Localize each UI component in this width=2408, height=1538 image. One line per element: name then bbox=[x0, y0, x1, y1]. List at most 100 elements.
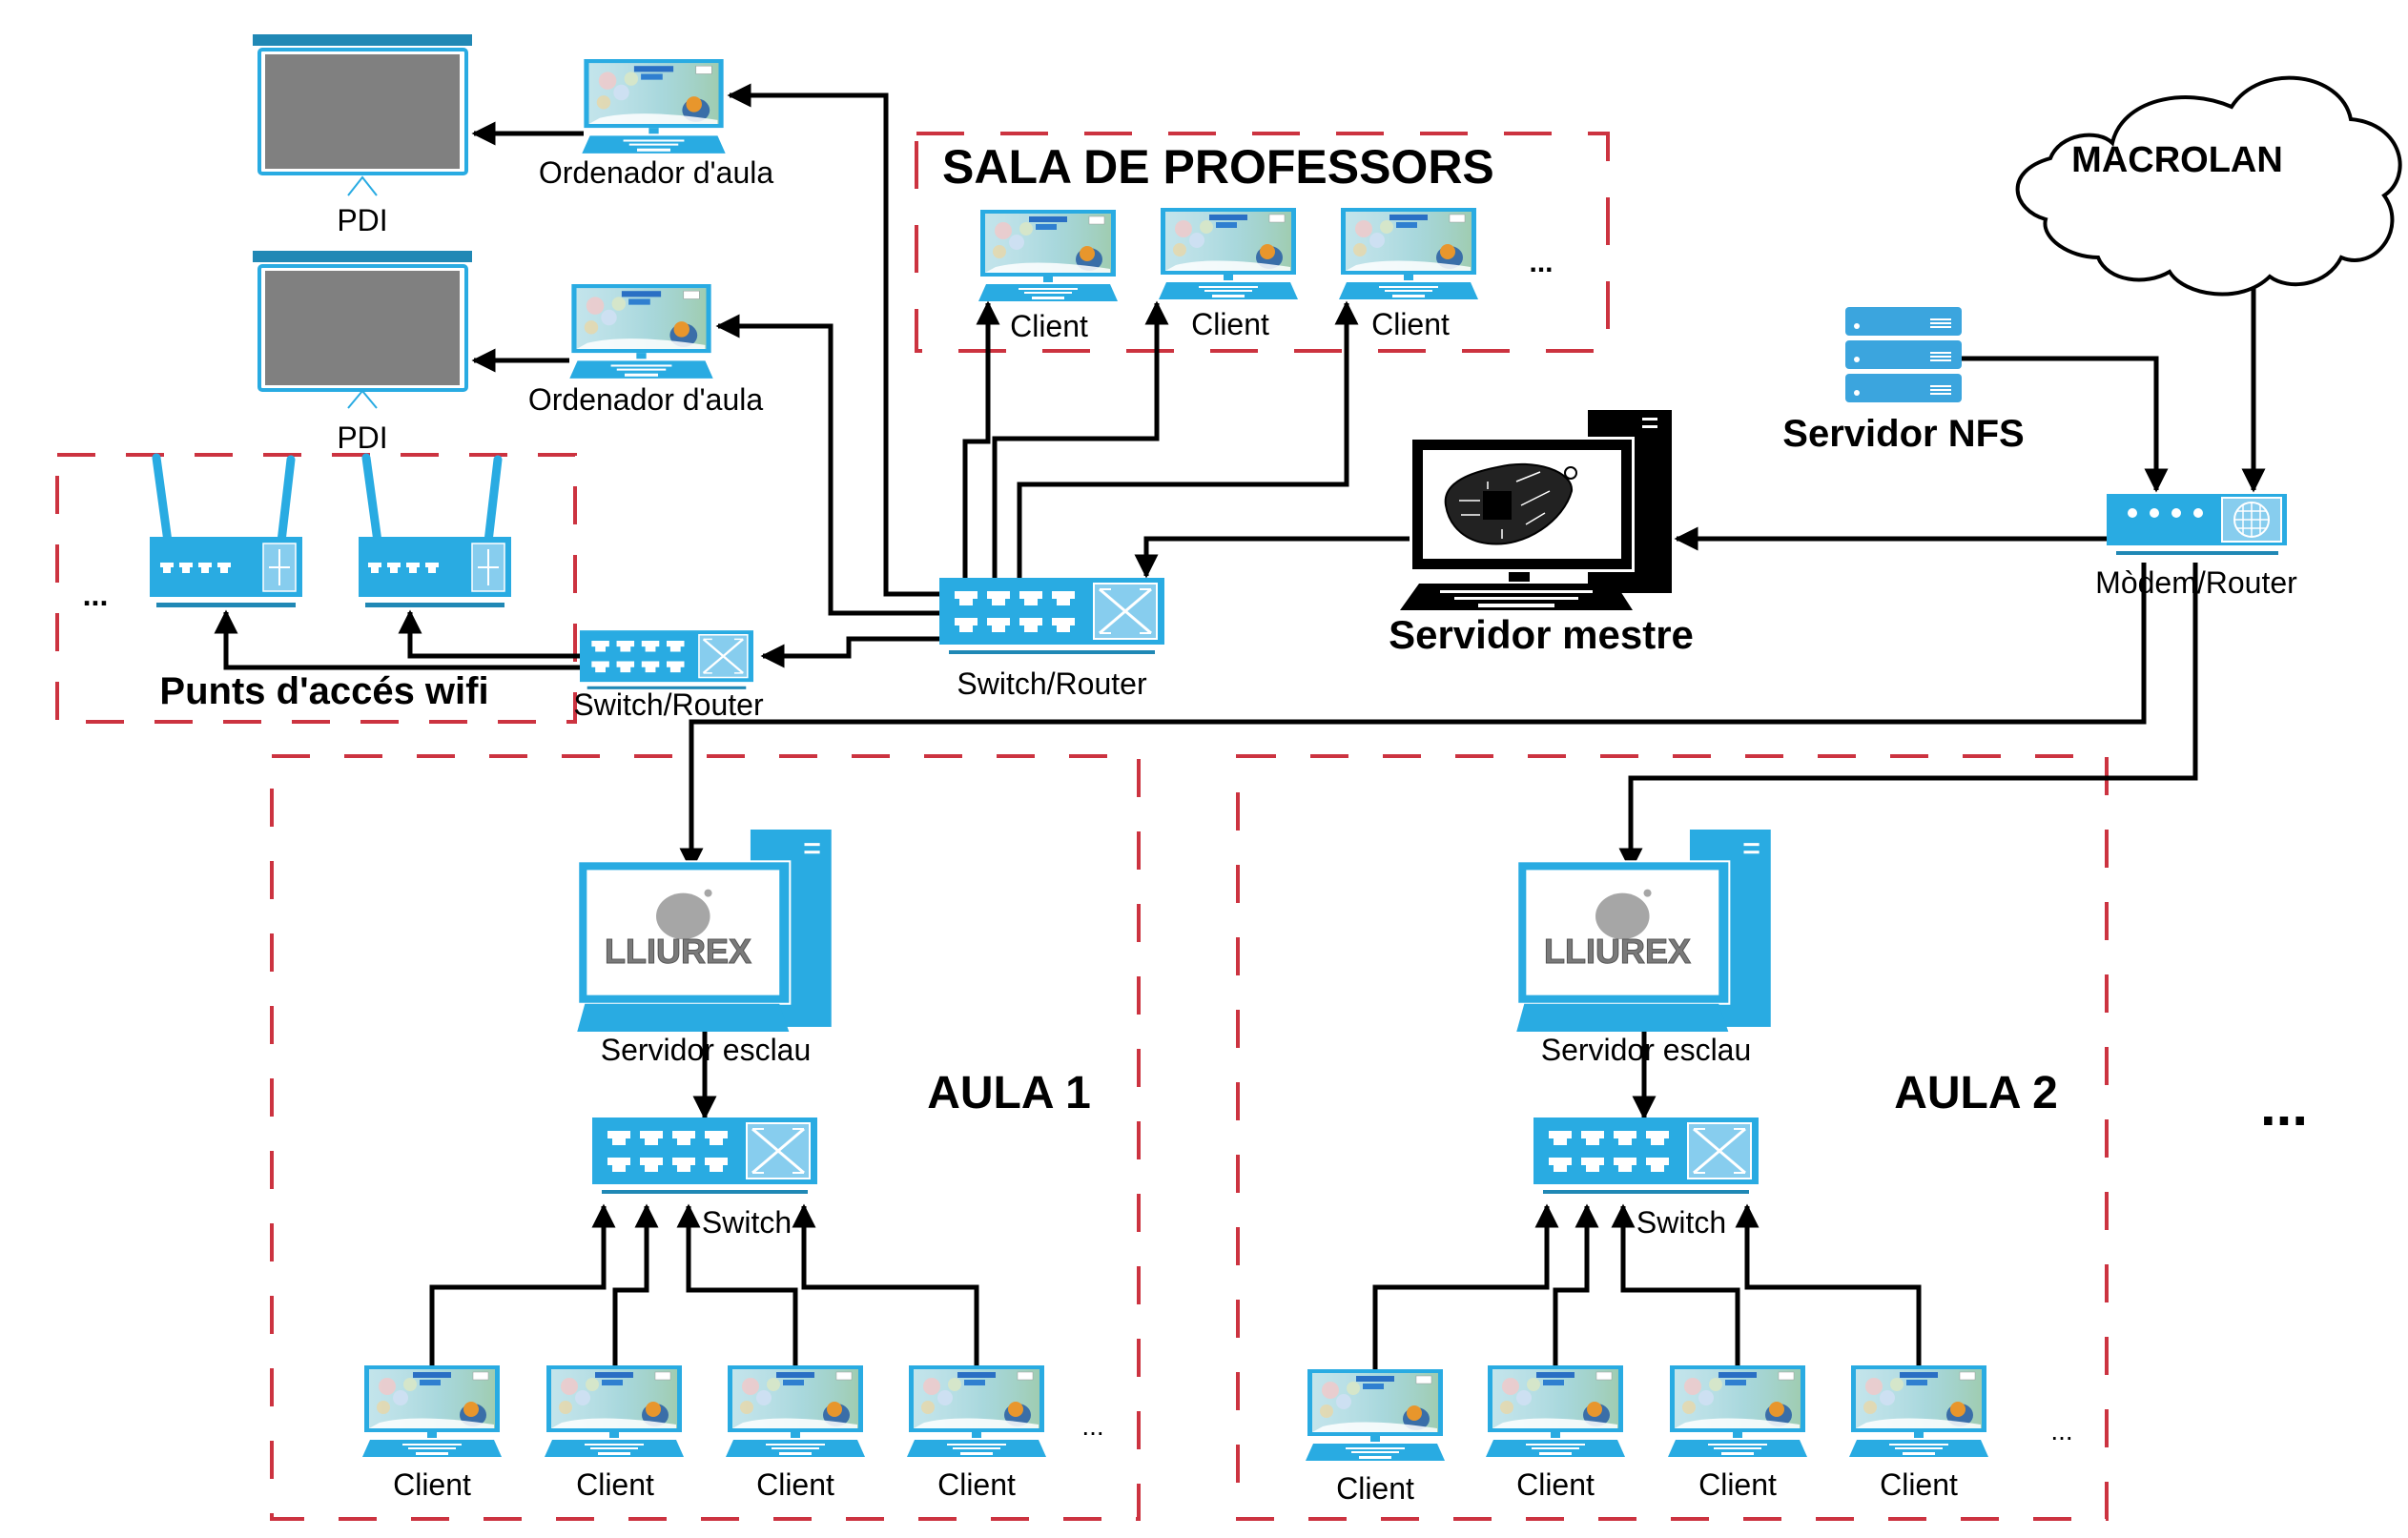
slave-server-label: Servidor esclau bbox=[1541, 1033, 1752, 1067]
connections bbox=[214, 83, 2266, 1373]
desktop-server-icon bbox=[1516, 830, 1771, 1032]
aula1-switch-label: Switch bbox=[702, 1205, 792, 1240]
link-aula2-client4 bbox=[1735, 1203, 1922, 1373]
aula1-more-ellipsis: ... bbox=[1081, 1411, 1103, 1441]
link-modem-aula1 bbox=[679, 563, 2147, 872]
link-switch-sala-client3 bbox=[1017, 300, 1359, 578]
client-label: Client bbox=[1880, 1467, 1958, 1502]
client-label: Client bbox=[1191, 307, 1269, 341]
modem-router-label: Mòdem/Router bbox=[2095, 565, 2297, 600]
aula1-switch[interactable]: Switch bbox=[591, 1118, 818, 1240]
link-small-switch-ap2 bbox=[398, 609, 580, 659]
pdi-board-1: PDI bbox=[253, 34, 472, 237]
laptop-icon bbox=[581, 59, 727, 154]
aula1-client-2[interactable]: Client bbox=[544, 1365, 685, 1502]
laptop-icon bbox=[978, 210, 1119, 302]
link-aula2-client2 bbox=[1553, 1203, 1599, 1373]
link-aula2-client3 bbox=[1611, 1203, 1740, 1373]
modem-router[interactable]: Mòdem/Router bbox=[2095, 494, 2297, 600]
link-aula1-client2 bbox=[612, 1203, 659, 1373]
teachers-room: SALA DE PROFESSORS Client Client Client … bbox=[942, 140, 1554, 343]
main-switch-router[interactable]: Switch/Router bbox=[939, 578, 1164, 701]
pdi-label: PDI bbox=[337, 203, 387, 237]
wifi-more-ellipsis: ... bbox=[83, 578, 109, 612]
wifi-zone: ... Punts d'accés wifi Switch/Router bbox=[83, 453, 764, 722]
link-switch-ordenador1 bbox=[727, 83, 939, 597]
laptop-icon bbox=[906, 1365, 1047, 1458]
link-master-switch bbox=[1134, 536, 1410, 579]
link-aula1-client3 bbox=[676, 1203, 798, 1373]
client-label: Client bbox=[576, 1467, 654, 1502]
aula2-switch[interactable]: Switch bbox=[1533, 1118, 1760, 1240]
laptop-icon bbox=[1667, 1365, 1808, 1458]
laptop-icon bbox=[1338, 208, 1479, 300]
aula1-title: AULA 1 bbox=[927, 1068, 1091, 1118]
link-nfs-modem bbox=[1962, 356, 2169, 493]
link-modem-aula2 bbox=[1618, 563, 2198, 872]
nfs-server[interactable]: Servidor NFS bbox=[1782, 307, 2025, 455]
aula2-client-1[interactable]: Client bbox=[1305, 1369, 1446, 1506]
aula2-switch-label: Switch bbox=[1636, 1205, 1726, 1240]
switch-icon bbox=[591, 1118, 818, 1194]
classroom-computer-2[interactable]: Ordenador d'aula bbox=[528, 284, 763, 417]
teachers-client-3[interactable]: Client bbox=[1338, 208, 1479, 341]
laptop-icon bbox=[361, 1365, 503, 1458]
aula1-client-3[interactable]: Client bbox=[725, 1365, 866, 1502]
aula2-client-2[interactable]: Client bbox=[1485, 1365, 1626, 1502]
aula1-slave-server[interactable]: LLIUREX Servidor esclau bbox=[577, 830, 832, 1067]
wifi-switch-label: Switch/Router bbox=[573, 687, 764, 722]
nfs-server-label: Servidor NFS bbox=[1782, 413, 2024, 455]
laptop-icon bbox=[568, 284, 714, 379]
aula2-more-ellipsis: ... bbox=[2050, 1416, 2072, 1446]
lliurex-logo-text: LLIUREX bbox=[1544, 932, 1691, 971]
pdi-label: PDI bbox=[337, 420, 387, 455]
zone-wifi-border bbox=[55, 453, 577, 724]
classroom-aula-1: LLIUREX Servidor esclau AULA 1 Switch Cl… bbox=[361, 830, 1104, 1502]
switch-icon bbox=[1533, 1118, 1760, 1194]
master-server[interactable]: Servidor mestre bbox=[1389, 410, 1694, 657]
more-classrooms-ellipsis: ... bbox=[2260, 1074, 2308, 1138]
aula2-client-4[interactable]: Client bbox=[1848, 1365, 1989, 1502]
cloud-icon bbox=[2015, 75, 2402, 297]
aula2-slave-server[interactable]: LLIUREX Servidor esclau bbox=[1516, 830, 1771, 1067]
client-label: Client bbox=[937, 1467, 1016, 1502]
aula2-client-3[interactable]: Client bbox=[1667, 1365, 1808, 1502]
wifi-zone-title: Punts d'accés wifi bbox=[159, 670, 488, 712]
link-small-switch-ap1 bbox=[214, 609, 580, 670]
link-switch-sala-client1 bbox=[962, 300, 1000, 578]
master-server-label: Servidor mestre bbox=[1389, 612, 1694, 657]
link-aula1-client1 bbox=[429, 1203, 616, 1373]
client-label: Client bbox=[1698, 1467, 1777, 1502]
lliurex-logo-text: LLIUREX bbox=[605, 932, 751, 971]
zone-aula1-border bbox=[270, 754, 1141, 1521]
link-aula1-client4 bbox=[792, 1203, 979, 1373]
teachers-client-2[interactable]: Client bbox=[1158, 208, 1299, 341]
classroom-aula-2: LLIUREX Servidor esclau AULA 2 Switch Cl… bbox=[1305, 830, 2073, 1506]
link-switch-small-switch bbox=[760, 636, 944, 668]
client-label: Client bbox=[1516, 1467, 1595, 1502]
aula1-client-4[interactable]: Client bbox=[906, 1365, 1047, 1502]
client-label: Client bbox=[1336, 1471, 1414, 1506]
laptop-icon bbox=[1848, 1365, 1989, 1458]
teachers-client-1[interactable]: Client bbox=[978, 210, 1119, 343]
teachers-room-title: SALA DE PROFESSORS bbox=[942, 140, 1494, 194]
classroom-computer-label: Ordenador d'aula bbox=[528, 382, 763, 417]
classroom-computer-label: Ordenador d'aula bbox=[539, 155, 773, 190]
zone-teachers-room-border bbox=[915, 132, 1610, 353]
classroom-computer-1[interactable]: Ordenador d'aula bbox=[539, 59, 773, 190]
wifi-access-point-2[interactable] bbox=[359, 453, 511, 607]
desktop-server-icon bbox=[577, 830, 832, 1032]
aula1-client-1[interactable]: Client bbox=[361, 1365, 503, 1502]
laptop-icon bbox=[725, 1365, 866, 1458]
wifi-access-point-1[interactable] bbox=[150, 453, 302, 607]
laptop-icon bbox=[1305, 1369, 1446, 1462]
main-switch-label: Switch/Router bbox=[957, 666, 1147, 701]
pdi-board-2: PDI bbox=[253, 251, 472, 455]
zone-aula2-border bbox=[1236, 754, 2109, 1521]
client-label: Client bbox=[756, 1467, 834, 1502]
switch-icon bbox=[939, 578, 1164, 654]
macrolan-cloud[interactable]: MACROLAN bbox=[2015, 75, 2402, 297]
wifi-switch-router[interactable]: Switch/Router bbox=[573, 630, 764, 722]
laptop-icon bbox=[544, 1365, 685, 1458]
